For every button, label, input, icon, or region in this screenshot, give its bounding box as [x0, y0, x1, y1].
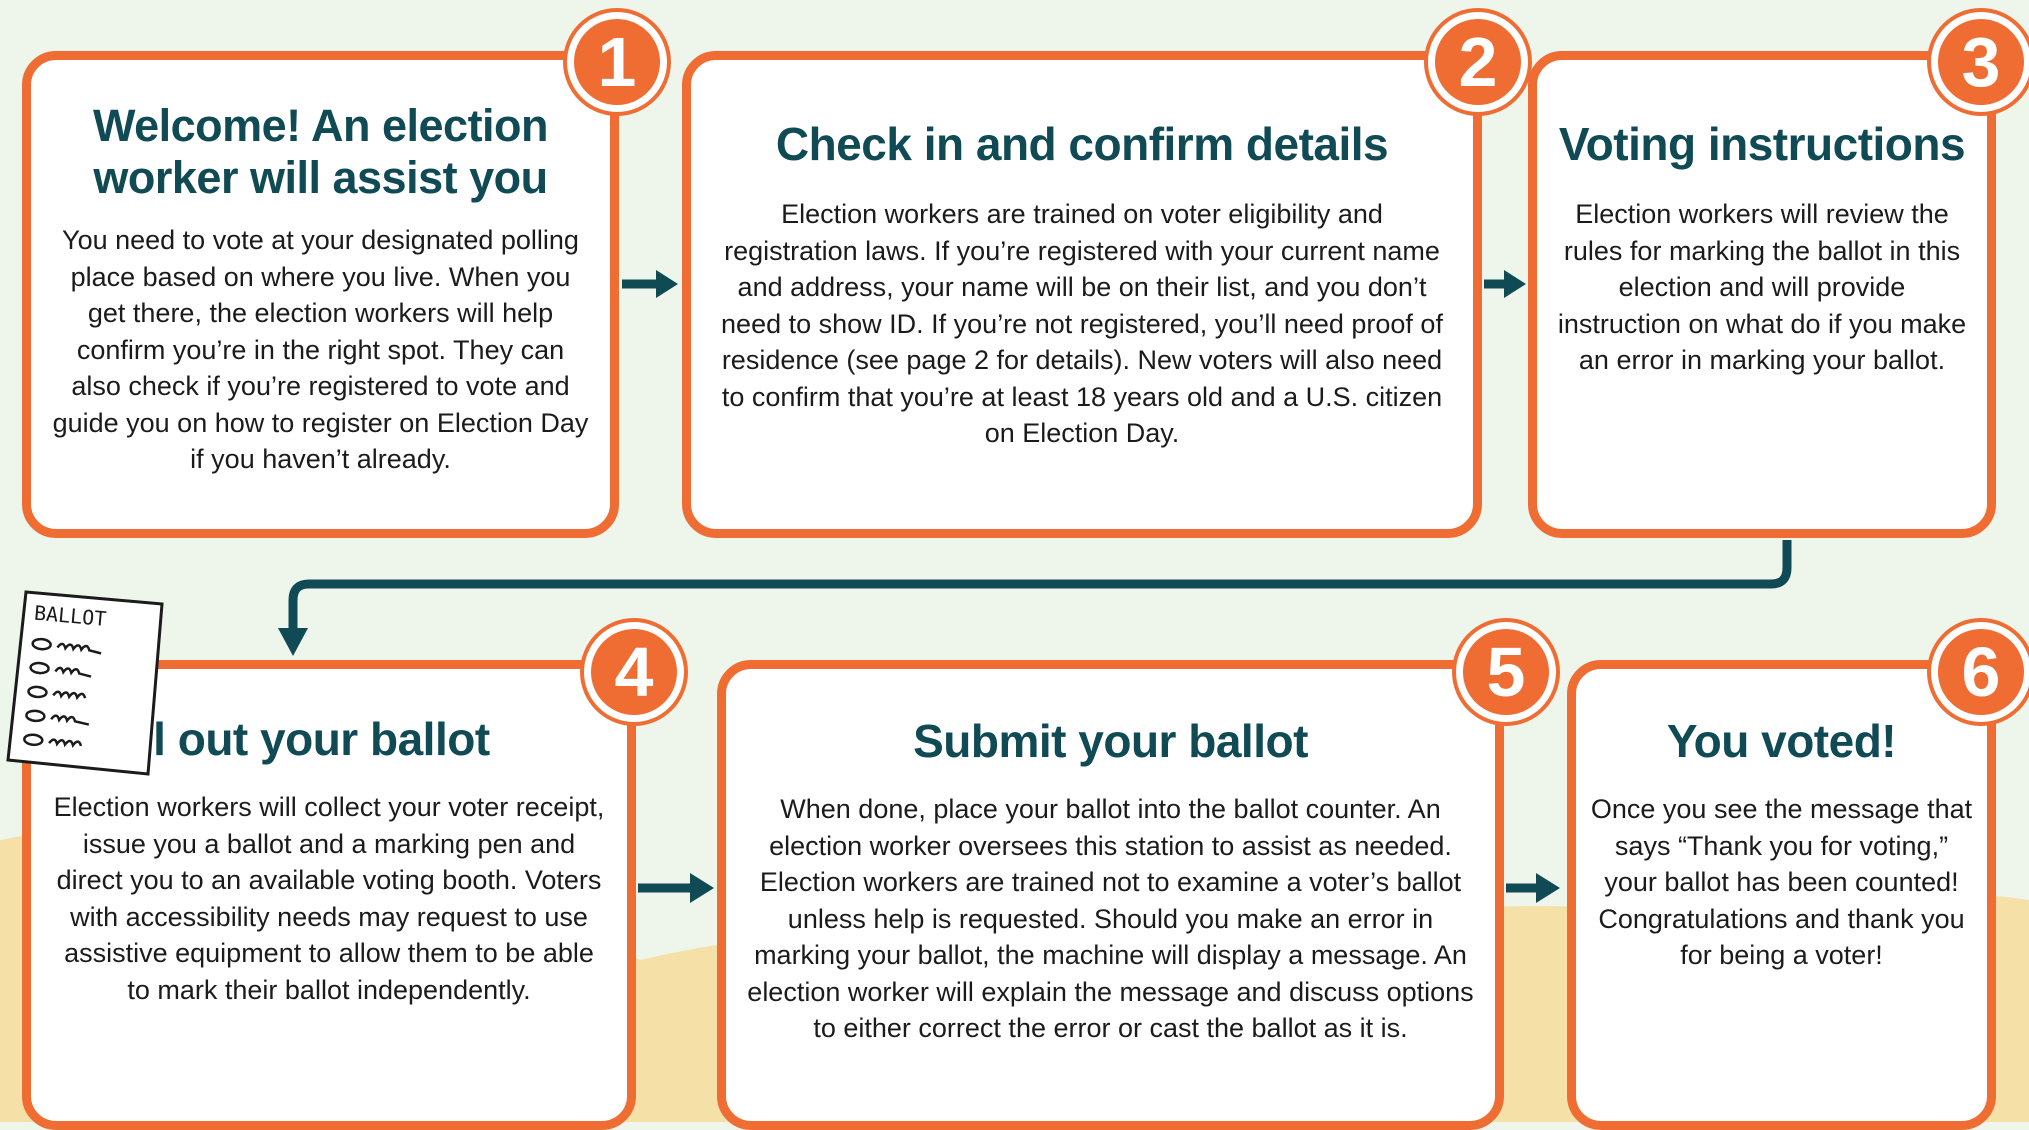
step-card-2: Check in and confirm details Election wo… — [682, 51, 1482, 538]
step-number-badge-2: 2 — [1428, 12, 1528, 112]
step-number-badge-4: 4 — [584, 622, 684, 722]
step-1-body: You need to vote at your designated poll… — [52, 225, 589, 474]
step-card-4: Fill out your ballot Election workers wi… — [22, 660, 636, 1130]
step-card-3: Voting instructions Election workers wil… — [1528, 51, 1996, 538]
step-3-body: Election workers will review the rules f… — [1557, 199, 1967, 375]
step-5-title: Submit your ballot — [913, 715, 1308, 767]
step-3-title: Voting instructions — [1558, 118, 1966, 170]
step-2-title: Check in and confirm details — [775, 118, 1389, 170]
step-2-body: Election workers are trained on voter el… — [721, 199, 1443, 448]
step-4-body: Election workers will collect your voter… — [53, 792, 605, 1005]
step-number-badge-3: 3 — [1931, 12, 2029, 112]
arrow-4-to-5 — [638, 873, 714, 903]
step-4-title: Fill out your ballot — [101, 713, 490, 765]
step-card-5: Submit your ballot When done, place your… — [717, 660, 1504, 1130]
step-1-title: Welcome! An election worker will assist … — [92, 100, 549, 203]
step-5-body: When done, place your ballot into the ba… — [747, 794, 1474, 1043]
step-number-badge-5: 5 — [1456, 622, 1556, 722]
step-6-title: You voted! — [1666, 715, 1897, 767]
arrow-3-to-4 — [278, 540, 1792, 656]
step-number-badge-1: 1 — [567, 12, 667, 112]
step-number-badge-6: 6 — [1931, 622, 2029, 722]
step-card-1: Welcome! An election worker will assist … — [22, 51, 619, 538]
arrow-2-to-3 — [1484, 270, 1526, 298]
ballot-paper-icon: BALLOT — [6, 590, 164, 776]
step-card-6: You voted! Once you see the message that… — [1567, 660, 1996, 1130]
step-6-body: Once you see the message that says “Than… — [1590, 794, 1973, 970]
arrow-1-to-2 — [622, 270, 678, 298]
arrow-5-to-6 — [1506, 873, 1560, 903]
